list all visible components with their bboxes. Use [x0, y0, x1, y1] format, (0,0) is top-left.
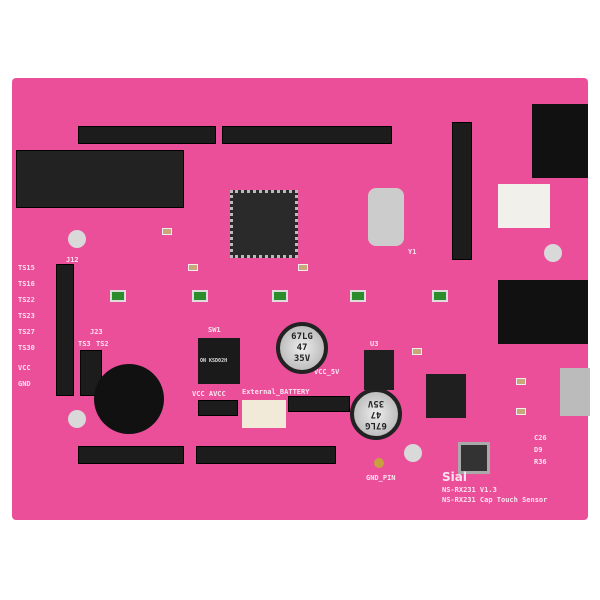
label-d9: D9 [534, 446, 543, 454]
right-header [452, 122, 472, 260]
electrolytic-capacitor: 67LG 47 35V [350, 388, 402, 440]
gnd-pin-label: GND_PIN [366, 474, 396, 482]
regulator-large [426, 374, 466, 418]
vcc5v-jumper [288, 396, 350, 412]
bottom-header-left [78, 446, 184, 464]
touch-led [110, 290, 126, 302]
touch-led [192, 290, 208, 302]
crystal [368, 188, 404, 246]
label-r36: R36 [534, 458, 547, 466]
label-ts22: TS22 [18, 296, 35, 304]
label-ts15: TS15 [18, 264, 35, 272]
jumper-pin-ts3: TS3 [78, 340, 91, 348]
smd-component [516, 408, 526, 415]
touch-led [350, 290, 366, 302]
cap-text: 67LG [365, 420, 387, 431]
battery-connector [242, 400, 286, 428]
dip-switch: ON KSD02H [198, 338, 240, 384]
cap-text: 35V [367, 398, 385, 409]
label-c26: C26 [534, 434, 547, 442]
jtag-connector [16, 150, 184, 208]
vcc-jumper [198, 400, 238, 416]
crystal-label: Y1 [408, 248, 417, 256]
electrolytic-capacitor: 67LG 47 35V [276, 322, 328, 374]
gnd-pin [374, 458, 384, 468]
pcb-board: Y1 TS15 TS16 TS22 TS23 TS27 TS30 VCC GND… [12, 78, 590, 520]
label-ts30: TS30 [18, 344, 35, 352]
usb-connector-top [532, 104, 588, 178]
buzzer [94, 364, 164, 434]
brand-label: Sial [442, 470, 467, 484]
cap-text: 67LG [291, 331, 313, 342]
smd-component [188, 264, 198, 271]
label-vcc: VCC [18, 364, 31, 372]
top-header-right [222, 126, 392, 144]
vcc5v-label: VCC_5V [314, 368, 340, 376]
vcc-avcc-label: VCC AVCC [192, 390, 226, 398]
microcontroller-chip [230, 190, 298, 258]
smd-component [412, 348, 422, 355]
touch-header [56, 264, 74, 396]
touch-led [432, 290, 448, 302]
mount-hole [68, 410, 86, 428]
touch-led [272, 290, 288, 302]
dc-jack [498, 280, 588, 344]
label-ts16: TS16 [18, 280, 35, 288]
bottom-header-right [196, 446, 336, 464]
label-ts27: TS27 [18, 328, 35, 336]
version-label: NS-RX231 V1.3 [442, 486, 497, 494]
product-label: NS-RX231 Cap Touch Sensor [442, 496, 548, 504]
reset-button[interactable] [458, 442, 490, 474]
regulator-label: U3 [370, 340, 379, 348]
header-label: J12 [66, 256, 79, 264]
jumper-pin-ts2: TS2 [96, 340, 109, 348]
smd-component [516, 378, 526, 385]
top-header-left [78, 126, 216, 144]
cap-text: 35V [293, 353, 311, 364]
cap-text: 47 [370, 409, 382, 420]
mount-hole [544, 244, 562, 262]
smd-component [162, 228, 172, 235]
label-ts23: TS23 [18, 312, 35, 320]
white-connector [498, 184, 550, 228]
cap-text: 47 [296, 342, 308, 353]
mount-hole [404, 444, 422, 462]
mount-hole [68, 230, 86, 248]
smd-component [298, 264, 308, 271]
switch-text: ON KSD02H [200, 358, 228, 364]
battery-label: External_BATTERY [242, 388, 310, 396]
label-gnd: GND [18, 380, 31, 388]
jumper-label: J23 [90, 328, 103, 336]
switch-label: SW1 [208, 326, 221, 334]
micro-usb [560, 368, 590, 416]
voltage-regulator [364, 350, 394, 390]
